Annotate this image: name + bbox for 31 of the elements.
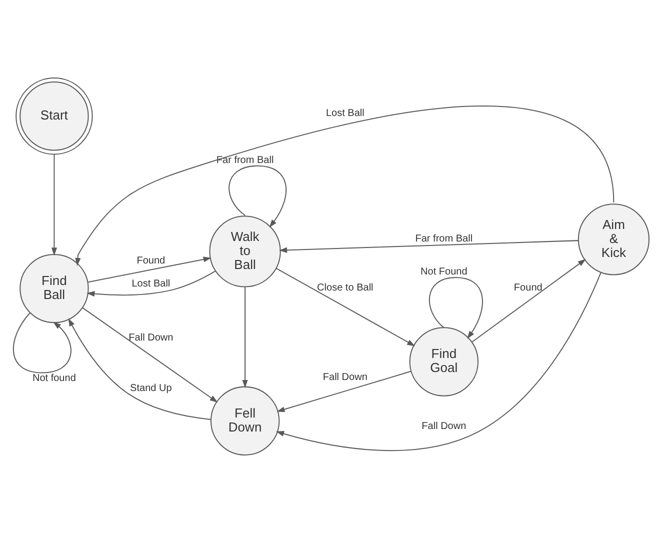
node-circle: Start bbox=[16, 78, 93, 155]
arrow bbox=[279, 240, 578, 253]
edge-label: Fall Down bbox=[128, 332, 174, 344]
arrow bbox=[88, 256, 212, 283]
edge-label: Lost Ball bbox=[326, 108, 364, 120]
arrow bbox=[228, 165, 287, 228]
edge-label: Far from Ball bbox=[216, 154, 274, 166]
edge-label: Fall Down bbox=[422, 420, 466, 432]
arrow bbox=[68, 318, 211, 420]
arrow bbox=[276, 370, 412, 412]
edge-label: Not Found bbox=[420, 266, 468, 278]
edge-label: Found bbox=[514, 282, 542, 294]
arrow bbox=[86, 270, 216, 297]
arrow bbox=[472, 258, 586, 342]
arrow bbox=[242, 287, 248, 388]
edge-label: Lost Ball bbox=[132, 278, 170, 290]
arrow bbox=[428, 277, 483, 339]
arrow bbox=[276, 268, 416, 346]
edge-label: Far from Ball bbox=[415, 233, 473, 244]
node-circle: Find Goal bbox=[409, 327, 478, 396]
edge-label: Not found bbox=[32, 372, 76, 384]
edge-label: Stand Up bbox=[130, 382, 172, 394]
arrow bbox=[75, 106, 614, 266]
arrow bbox=[51, 154, 57, 256]
arrow bbox=[276, 272, 602, 452]
edge-label: Fall Down bbox=[322, 372, 368, 383]
edge-label: Found bbox=[136, 255, 166, 266]
node-circle: Find Ball bbox=[20, 254, 89, 324]
edge-label: Close to Ball bbox=[317, 282, 374, 294]
node-circle: Walk to Ball bbox=[209, 216, 281, 288]
arrow bbox=[82, 307, 218, 402]
